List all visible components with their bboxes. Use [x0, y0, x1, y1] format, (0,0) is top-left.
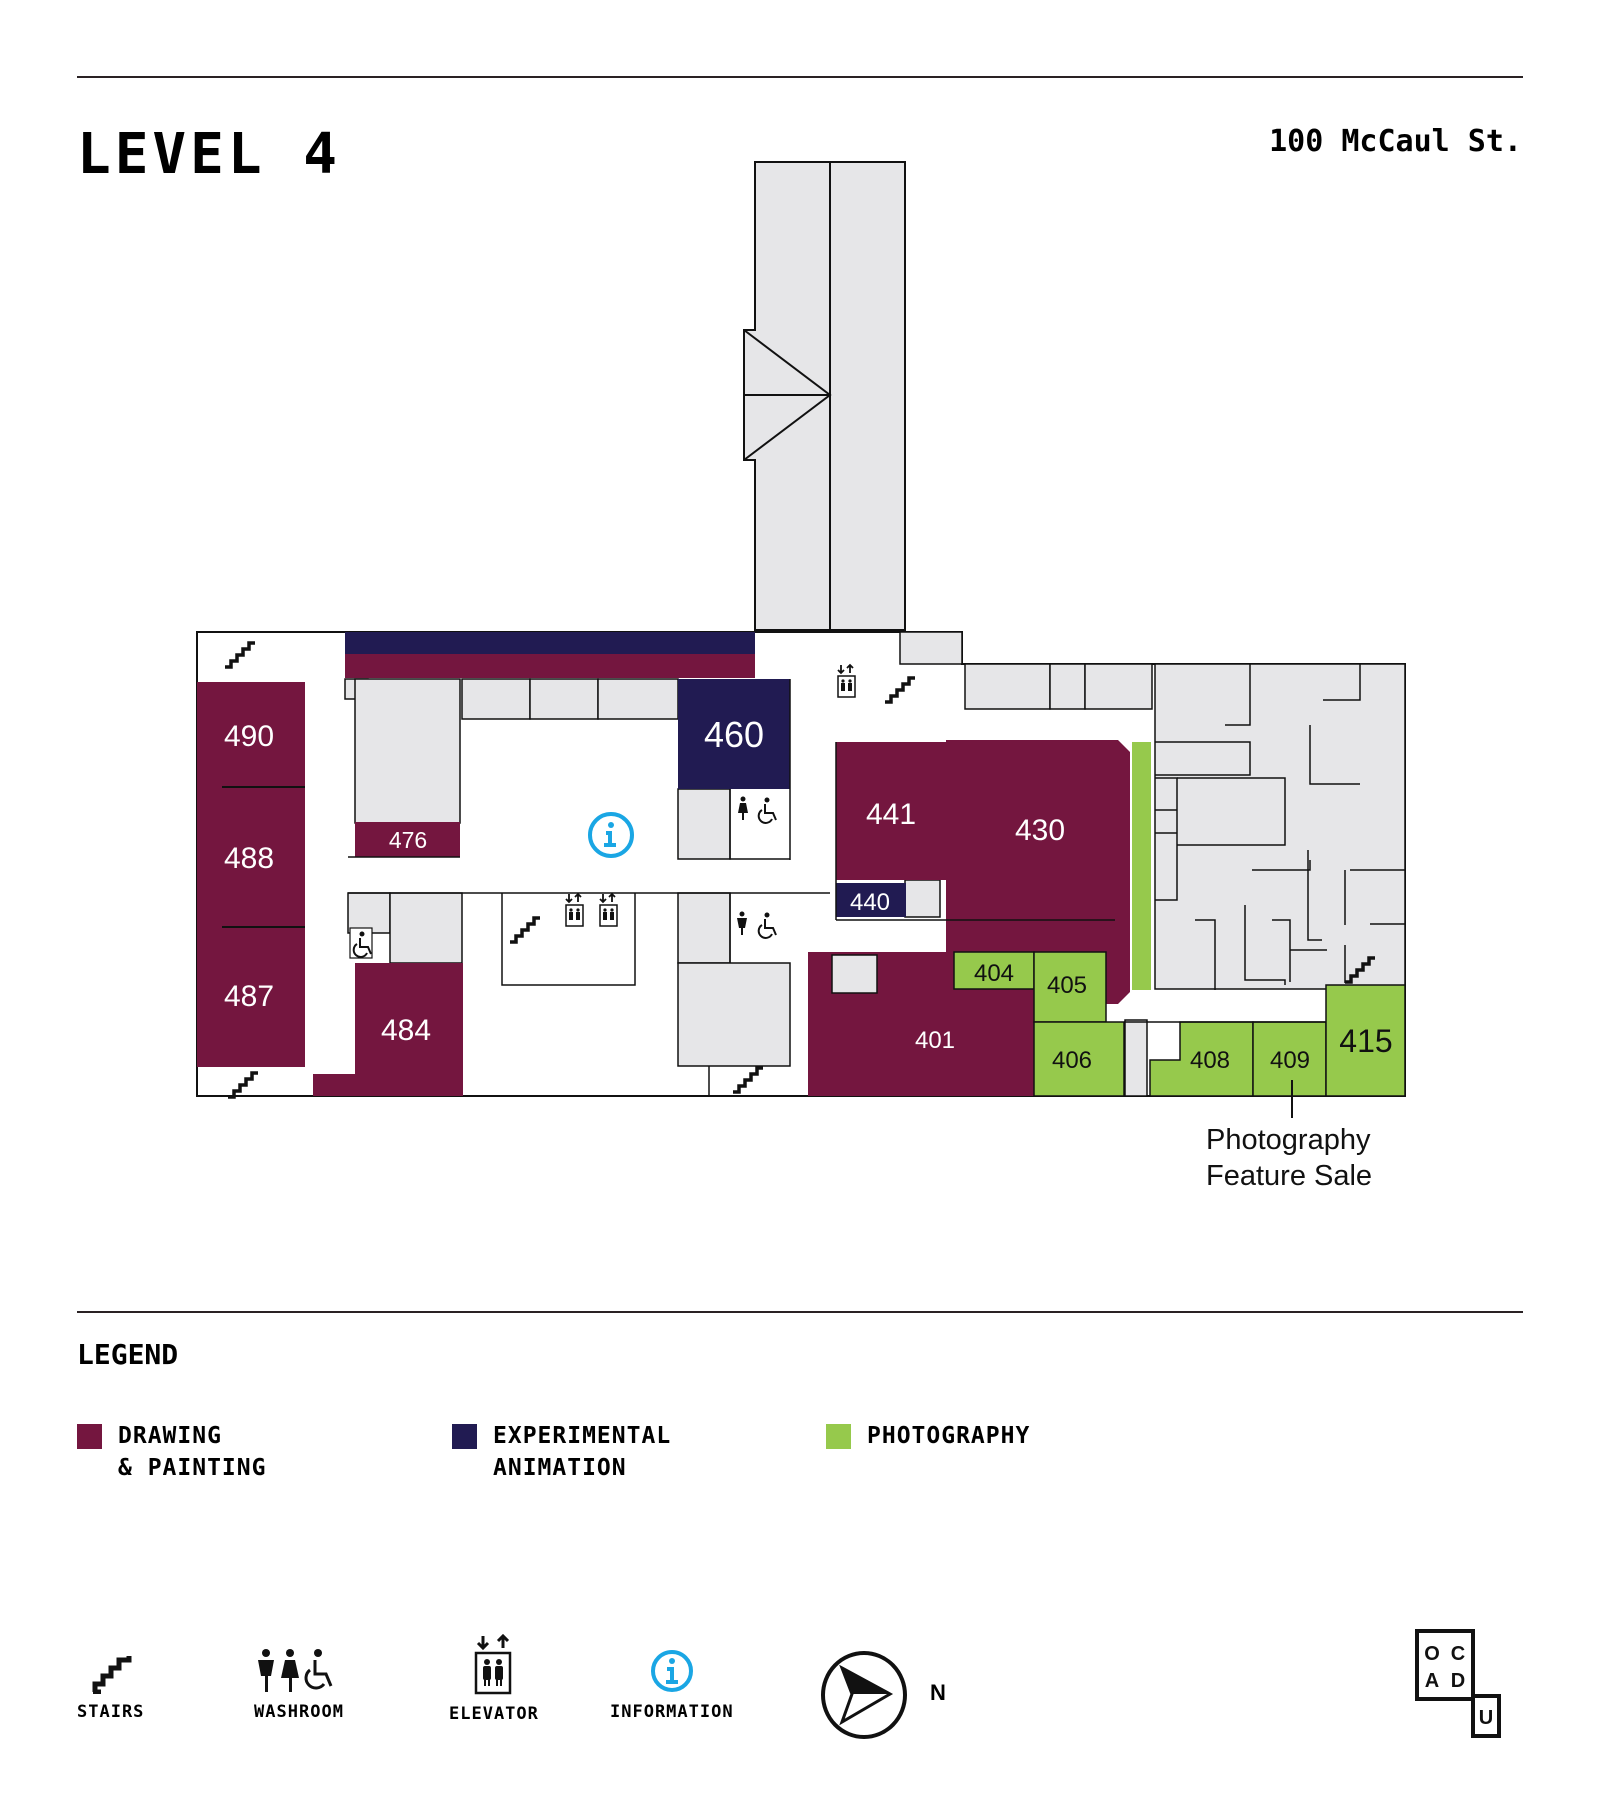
stairs-icon [92, 1656, 132, 1694]
room-label-406[interactable]: 406 [1052, 1047, 1092, 1074]
legend-label: DRAWING & PAINTING [118, 1423, 267, 1481]
photography-swatch [826, 1424, 851, 1449]
logo-letter: O [1424, 1643, 1440, 1665]
legend-label: EXPERIMENTAL ANIMATION [493, 1423, 672, 1481]
page-title: LEVEL 4 [77, 122, 342, 187]
room-441 [836, 742, 946, 880]
stairs-label: STAIRS [77, 1702, 145, 1722]
room-415 [1325, 984, 1406, 1097]
legend-washroom: WASHROOM [254, 1648, 344, 1722]
top-divider [77, 76, 1523, 78]
room-label-430[interactable]: 430 [1015, 814, 1065, 847]
room-label-441[interactable]: 441 [866, 798, 916, 831]
room-corridor-band-animation [345, 632, 755, 654]
elevator-icon [474, 1634, 512, 1695]
photography-room-labels: 404 405 406 408 409 415 [974, 960, 1393, 1074]
north-tower [743, 161, 906, 631]
room-label-476[interactable]: 476 [389, 827, 427, 853]
drawing-painting-swatch [77, 1424, 102, 1449]
room-406 [1033, 1021, 1125, 1097]
building-address: 100 McCaul St. [1269, 124, 1522, 159]
room-476 [355, 822, 460, 857]
room-labels: 490 488 487 484 476 460 441 440 430 401 [224, 714, 1065, 1054]
room-label-404[interactable]: 404 [974, 960, 1014, 987]
legend-experimental-animation: EXPERIMENTAL ANIMATION [452, 1420, 671, 1484]
corridor-walls [348, 679, 1326, 1096]
information-label: INFORMATION [610, 1702, 734, 1722]
room-440 [836, 883, 906, 917]
room-corridor-band-painting [345, 652, 755, 678]
logo-letter: D [1451, 1670, 1465, 1692]
photography-rooms [953, 742, 1406, 1097]
room-label-401[interactable]: 401 [915, 1027, 955, 1054]
unassigned-rooms [344, 631, 1406, 1097]
callout-line-2: Feature Sale [1206, 1160, 1373, 1192]
washroom-label: WASHROOM [254, 1702, 344, 1722]
room-label-409[interactable]: 409 [1270, 1047, 1310, 1074]
legend-divider [77, 1311, 1523, 1313]
legend-title: LEGEND [77, 1338, 179, 1371]
north-label: N [930, 1680, 946, 1705]
legend-drawing-painting: DRAWING & PAINTING [77, 1420, 266, 1484]
photography-feature-sale-callout: Photography Feature Sale [1206, 1122, 1372, 1194]
experimental-animation-swatch [452, 1424, 477, 1449]
logo-letter: A [1425, 1670, 1439, 1692]
legend-information: INFORMATION [610, 1648, 734, 1722]
legend-elevator: ELEVATOR [449, 1634, 539, 1724]
elevator-label: ELEVATOR [449, 1704, 539, 1724]
room-label-405[interactable]: 405 [1047, 972, 1087, 999]
room-label-440[interactable]: 440 [850, 889, 890, 916]
callout-line-1: Photography [1206, 1124, 1371, 1156]
logo-letter: C [1451, 1643, 1465, 1665]
washroom-markers [349, 796, 777, 959]
east-wing-walls [1155, 664, 1405, 990]
room-490-488-487 [197, 682, 305, 1067]
legend-photography: PHOTOGRAPHY [826, 1420, 1030, 1452]
legend-stairs: STAIRS [77, 1648, 144, 1722]
room-label-490[interactable]: 490 [224, 720, 274, 753]
room-460 [678, 679, 790, 789]
room-430 [946, 740, 1130, 1004]
legend-label: PHOTOGRAPHY [867, 1423, 1031, 1449]
experimental-animation-rooms [345, 632, 906, 917]
room-label-484[interactable]: 484 [381, 1014, 431, 1047]
room-label-460[interactable]: 460 [704, 714, 764, 755]
room-label-408[interactable]: 408 [1190, 1047, 1230, 1074]
floor-plan-map: 490 488 487 484 476 460 441 440 430 401 … [196, 161, 1406, 1118]
information-icon [650, 1650, 693, 1692]
logo-letter: U [1479, 1707, 1493, 1729]
ocadu-logo: O C A D U [1415, 1629, 1501, 1738]
room-label-415[interactable]: 415 [1339, 1023, 1392, 1059]
north-arrow-icon [821, 1651, 907, 1739]
room-405 [1033, 951, 1107, 1023]
room-label-488[interactable]: 488 [224, 842, 274, 875]
washroom-icon [258, 1649, 333, 1692]
room-label-487[interactable]: 487 [224, 980, 274, 1013]
information-marker[interactable] [588, 812, 634, 858]
room-484 [355, 963, 463, 1096]
room-409 [1252, 1021, 1327, 1097]
room-404 [953, 951, 1035, 990]
